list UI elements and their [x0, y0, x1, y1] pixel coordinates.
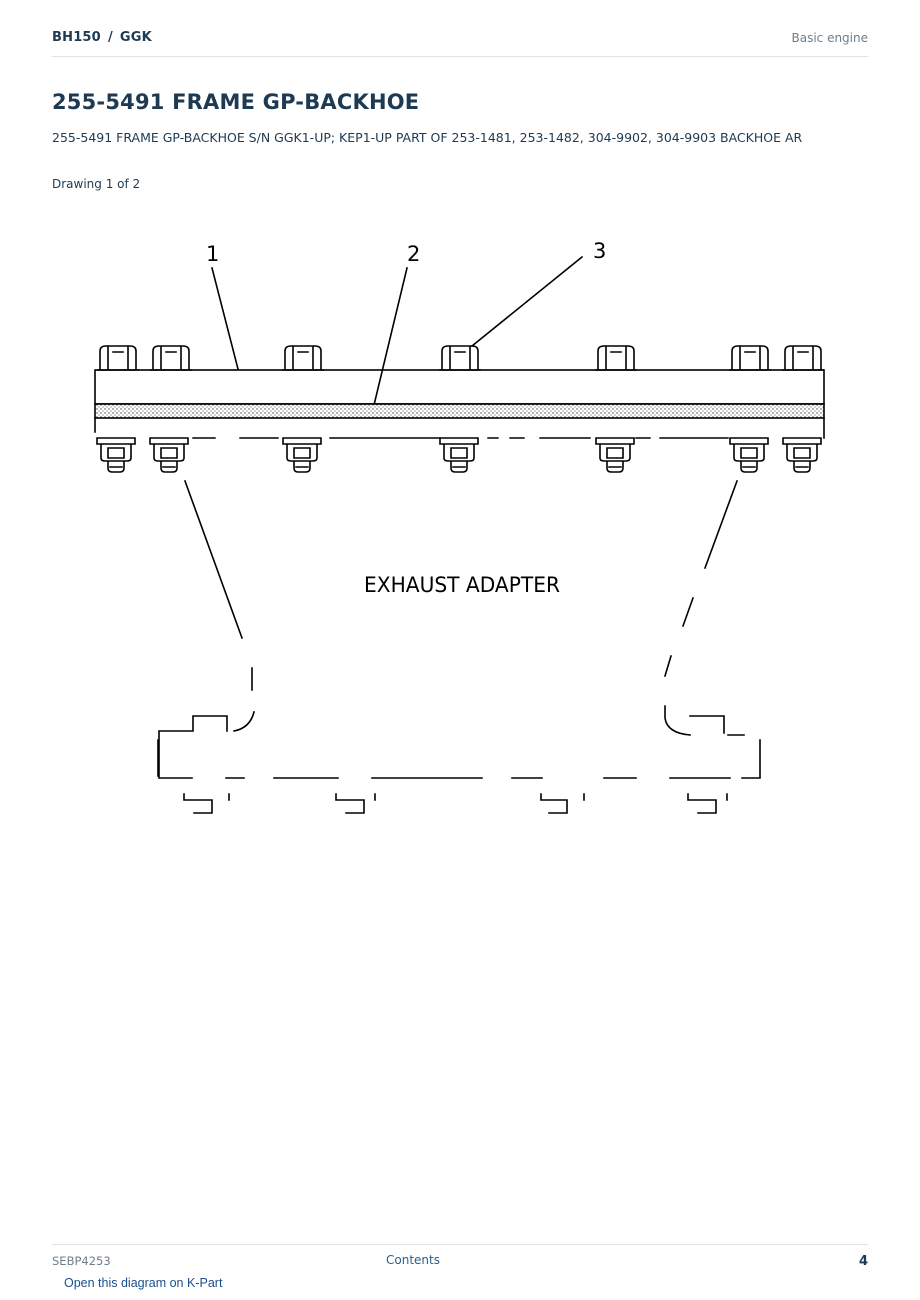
frame-plate — [94, 369, 825, 405]
contents-link[interactable]: Contents — [386, 1253, 440, 1267]
leader-line-3 — [470, 255, 584, 348]
page-title: 255-5491 FRAME GP-BACKHOE — [52, 90, 420, 114]
document-number: SEBP4253 — [52, 1254, 111, 1268]
part-description: 255-5491 FRAME GP-BACKHOE S/N GGK1-UP; K… — [52, 130, 803, 145]
leader-line-2 — [373, 267, 408, 406]
breadcrumb-separator: / — [107, 30, 113, 45]
breadcrumb: BH150 / GGK — [52, 30, 152, 45]
bolt-heads — [97, 345, 824, 371]
breadcrumb-serial-prefix: GGK — [119, 30, 152, 45]
page-header: BH150 / GGK Basic engine — [52, 28, 868, 57]
callout-3: 3 — [593, 239, 606, 263]
parts-diagram: 1 2 3 — [94, 239, 825, 814]
nuts — [96, 437, 822, 473]
breadcrumb-model: BH150 — [52, 30, 101, 45]
diagram-caption: EXHAUST ADAPTER — [364, 573, 560, 597]
open-in-kpart-link[interactable]: Open this diagram on K-Part — [64, 1276, 223, 1290]
exhaust-adapter-outline — [157, 705, 761, 814]
section-name: Basic engine — [791, 31, 868, 45]
drawing-count: Drawing 1 of 2 — [52, 177, 141, 191]
callout-1: 1 — [206, 242, 219, 266]
gasket — [94, 403, 825, 419]
leader-line-1 — [211, 267, 239, 370]
callout-2: 2 — [407, 242, 420, 266]
page-footer: SEBP4253 Contents 4 — [52, 1244, 868, 1285]
page-number: 4 — [858, 1254, 868, 1269]
